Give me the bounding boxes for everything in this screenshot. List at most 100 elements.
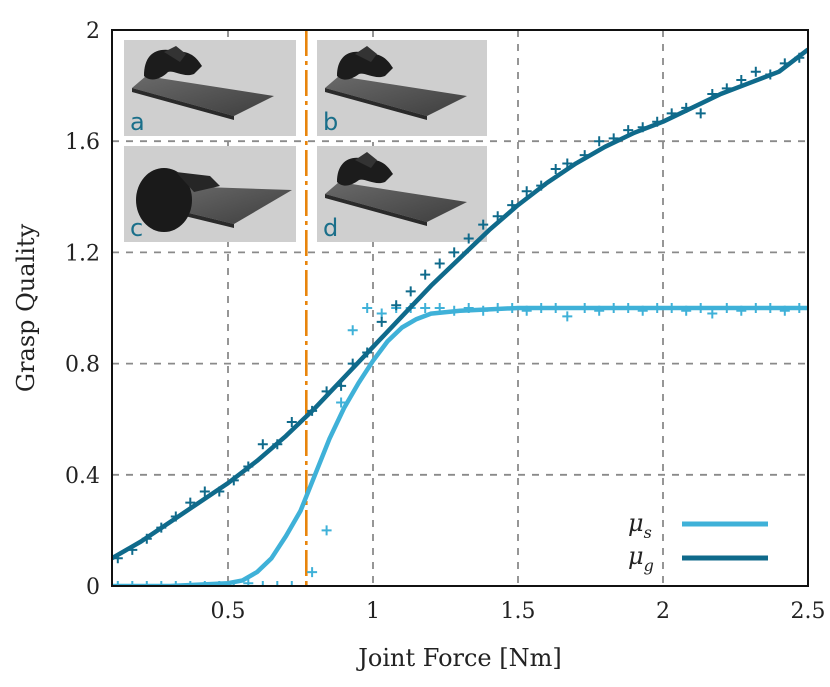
sample-point-mu-g <box>170 511 181 522</box>
grid <box>112 30 808 586</box>
sample-point-mu-g <box>141 533 152 544</box>
legend-entry-mu-g: μg <box>628 542 768 575</box>
sample-point-mu-s <box>286 581 297 586</box>
sample-point-mu-g <box>362 347 373 358</box>
sample-point-mu-s <box>336 397 347 408</box>
sample-point-mu-g <box>156 522 167 533</box>
y-tick-label: 1.2 <box>65 241 100 266</box>
sample-point-mu-s <box>721 303 732 313</box>
sample-point-mu-g <box>779 58 790 69</box>
sample-point-mu-s <box>376 308 387 319</box>
sample-point-mu-g <box>478 219 489 230</box>
sample-point-mu-s <box>536 303 547 313</box>
sample-point-mu-g <box>257 439 268 450</box>
x-tick-label: 2.5 <box>791 599 826 624</box>
sample-point-mu-s <box>521 305 532 316</box>
sample-point-mu-g <box>449 247 460 258</box>
sample-point-mu-s <box>228 581 239 586</box>
sample-point-mu-g <box>666 108 677 119</box>
sample-point-mu-s <box>695 303 706 313</box>
sample-point-mu-g <box>405 286 416 297</box>
sample-point-mu-g <box>521 186 532 197</box>
sample-point-mu-g <box>391 300 402 311</box>
sample-point-mu-s <box>362 303 373 313</box>
legend-entry-mu-s: μs <box>628 509 768 542</box>
inset-label-a: a <box>130 108 145 136</box>
sample-point-mu-s <box>562 311 573 322</box>
sample-point-mu-s <box>707 308 718 319</box>
sample-point-mu-s <box>637 305 648 316</box>
legend-mu-g-sub: g <box>644 556 654 575</box>
sample-point-mu-g <box>765 69 776 80</box>
sample-point-mu-s <box>666 303 677 313</box>
sample-point-mu-s <box>420 303 431 313</box>
sample-point-mu-g <box>112 553 123 564</box>
sample-point-mu-g <box>707 88 718 99</box>
inset-panel-b: b <box>317 40 487 136</box>
sample-point-mu-s <box>765 303 776 313</box>
sample-point-mu-s <box>156 581 167 586</box>
sample-point-mu-s <box>214 581 225 586</box>
sample-point-mu-g <box>347 358 358 369</box>
sample-point-mu-g <box>185 497 196 508</box>
sample-point-mu-g <box>750 66 761 77</box>
sample-point-mu-g <box>420 269 431 280</box>
sample-point-mu-s <box>736 305 747 316</box>
sample-point-mu-g <box>336 380 347 391</box>
sample-point-mu-g <box>536 180 547 191</box>
sample-point-mu-s <box>347 325 358 336</box>
inset-label-d: d <box>323 214 338 242</box>
sample-point-mu-s <box>321 525 332 536</box>
sample-point-mu-g <box>214 486 225 497</box>
y-tick-label: 2 <box>86 19 100 44</box>
sample-point-mu-g <box>594 136 605 147</box>
sample-point-mu-g <box>550 164 561 174</box>
sample-point-mu-g <box>695 108 706 119</box>
sample-point-mu-s <box>307 567 318 578</box>
sample-point-mu-g <box>286 416 297 427</box>
sample-point-mu-s <box>623 303 634 313</box>
legend: μs μg <box>628 509 768 575</box>
sample-point-mu-s <box>579 303 590 313</box>
sample-point-mu-g <box>243 461 254 472</box>
sample-point-mu-g <box>507 200 518 211</box>
sample-point-mu-g <box>794 52 805 63</box>
x-tick-label: 0.5 <box>211 599 246 624</box>
sample-point-mu-s <box>463 303 474 313</box>
y-tick-label: 0.4 <box>65 464 100 489</box>
legend-label-mu-s: μs <box>628 509 652 542</box>
y-tick-label: 0.8 <box>65 353 100 378</box>
sample-point-mu-g <box>562 158 573 169</box>
series <box>112 47 808 586</box>
sample-point-mu-g <box>199 486 210 497</box>
sample-point-mu-s <box>550 303 561 313</box>
sample-point-mu-s <box>141 581 152 586</box>
sample-point-mu-s <box>127 581 138 586</box>
sample-point-mu-s <box>492 303 503 313</box>
x-tick-label: 2 <box>656 599 670 624</box>
sample-point-mu-g <box>434 258 445 269</box>
sample-point-mu-s <box>170 581 181 586</box>
sample-point-mu-s <box>594 305 605 316</box>
legend-mu-s-main: μ <box>628 509 644 537</box>
sample-point-mu-g <box>623 125 634 136</box>
sample-point-mu-s <box>434 303 445 313</box>
legend-mu-s-sub: s <box>644 523 652 542</box>
x-axis-title: Joint Force [Nm] <box>355 644 562 672</box>
sample-point-mu-s <box>185 581 196 586</box>
y-tick-label: 1.6 <box>65 130 100 155</box>
sample-point-mu-g <box>228 475 239 486</box>
x-tick-label: 1.5 <box>501 599 536 624</box>
sample-point-mu-s <box>794 303 805 313</box>
sample-point-mu-g <box>463 233 474 244</box>
sample-point-mu-g <box>307 405 318 416</box>
sample-point-mu-g <box>736 75 747 86</box>
sample-point-mu-g <box>721 83 732 94</box>
sample-point-mu-s <box>608 303 619 313</box>
inset-panel-c: c <box>124 146 296 242</box>
y-axis-title: Grasp Quality <box>12 223 40 392</box>
sample-point-mu-s <box>449 305 460 316</box>
sample-point-mu-s <box>652 303 663 313</box>
sample-point-mu-g <box>272 439 283 450</box>
sample-point-mu-g <box>579 150 590 161</box>
